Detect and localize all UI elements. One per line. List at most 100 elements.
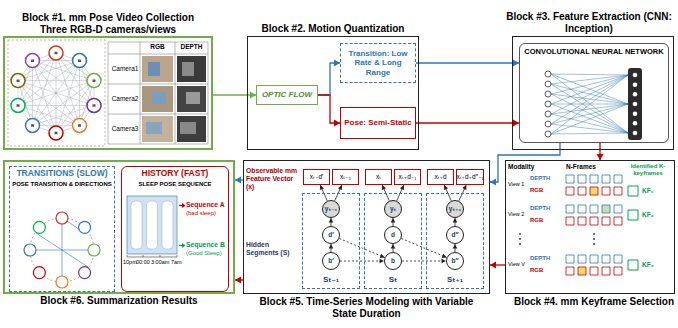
text-label: RGB	[530, 267, 562, 274]
block-panel: Block #6. Summarization ResultsTRANSITIO…	[3, 160, 235, 294]
pose-transition-ring	[36, 221, 88, 276]
pose-transition-ring	[56, 212, 68, 224]
node-label: CONVOLUTIONAL NEURAL NETWORK	[524, 48, 663, 57]
arrowhead	[490, 262, 496, 269]
connector	[213, 92, 256, 99]
node-label: TRANSITIONS (SLOW)	[16, 169, 107, 179]
feature-box: xₜ₋₁	[332, 169, 359, 185]
connector-line	[402, 261, 446, 262]
connector	[339, 238, 384, 257]
sleep-sequence-image	[127, 196, 186, 257]
node-label: xₜ₊d₊d″₋₁	[456, 173, 483, 180]
node-label: Sₜ₋₁	[323, 275, 339, 284]
block-panel: Block #3. Feature Extraction (CNN: Incep…	[512, 36, 674, 150]
camera-network	[8, 40, 105, 146]
sleep-sequence-image	[147, 201, 158, 249]
connector-line	[416, 122, 519, 123]
keyframe-grid	[566, 187, 622, 275]
keyframe-grid	[519, 175, 638, 275]
feature-box: xₜ	[365, 169, 392, 185]
text-label: Observable mm Feature Vector (x)	[246, 167, 300, 190]
sleep-sequence-image	[182, 203, 186, 208]
arrowhead	[235, 277, 241, 284]
node-label: Pose: Semi-Static	[344, 118, 412, 127]
keyframe-grid	[628, 186, 638, 270]
text-label: Camera1	[108, 65, 142, 72]
sleep-sequence-image	[162, 201, 173, 249]
block-heading: Block #1. mm Pose Video CollectionThree …	[1, 12, 215, 35]
arrowhead	[391, 218, 396, 223]
text-label: N-Frames	[566, 163, 606, 170]
connector	[318, 60, 340, 96]
history-box: HISTORY (FAST)SLEEP POSE SEQUENCE10pm00:…	[121, 166, 229, 292]
text-label: 3:00am	[151, 259, 169, 265]
feature-box: xₜ₊d₋₁	[394, 169, 421, 185]
camera-table	[142, 86, 173, 112]
arrowhead	[453, 218, 458, 223]
arrowhead	[329, 218, 334, 223]
node-label: Sₜ	[389, 275, 397, 284]
connector-line	[416, 62, 519, 63]
connector	[391, 244, 396, 252]
pose-transition-ring	[30, 218, 94, 282]
neural-network	[633, 92, 638, 97]
neural-network	[633, 82, 638, 87]
keyframe-grid	[593, 238, 595, 240]
text-label: (bad sleep)	[186, 210, 227, 217]
text-label: View 1	[508, 181, 530, 187]
node-label: yₜ₊₁	[449, 205, 461, 212]
connector	[490, 262, 505, 269]
block-title: Block #6. Summarization Results	[3, 295, 235, 307]
text-label: Sequence A	[186, 201, 227, 209]
duration-circle: d″	[446, 226, 464, 244]
text-label: RGB	[530, 187, 562, 194]
sleep-sequence-image	[179, 245, 182, 246]
keyframe-grid	[593, 243, 595, 245]
text-label: KF₁	[642, 187, 668, 194]
camera-table	[177, 56, 206, 82]
camera-table	[182, 62, 194, 76]
sleep-sequence-image	[179, 205, 182, 206]
camera-table	[148, 62, 160, 76]
state-circle: yₜ	[384, 200, 402, 218]
connector	[329, 218, 334, 226]
camera-network	[8, 40, 105, 146]
node-label: Transition: Low Rate & Long Range	[343, 49, 413, 77]
block-title: Three RGB-D cameras/views	[1, 24, 215, 36]
camera-table	[177, 86, 206, 112]
neural-network	[545, 111, 551, 117]
connector-line	[213, 94, 256, 95]
node-label: b	[391, 257, 395, 264]
node-label: HISTORY (FAST)	[142, 169, 209, 179]
pose-transition-ring	[56, 276, 68, 288]
connector-line	[401, 238, 446, 257]
duration-circle: d′	[322, 226, 340, 244]
block-heading: Block #5. Time-Series Modeling with Vari…	[252, 296, 482, 319]
boundary-circle: b	[384, 252, 402, 270]
arrowhead	[382, 185, 386, 190]
feature-box: xₜ₊d₊d″₋₁	[456, 169, 484, 185]
connector	[401, 238, 446, 257]
sleep-sequence-image	[127, 196, 177, 254]
connector-line	[318, 63, 340, 95]
neural-network	[545, 91, 551, 97]
connector-line	[318, 95, 340, 123]
arrowhead	[391, 244, 396, 249]
text-label: Modality	[508, 163, 548, 170]
arrowhead	[320, 185, 324, 190]
block-title: Block #2. Motion Quantization	[238, 23, 428, 35]
pose-transition-ring	[79, 267, 91, 279]
text-label: DEPTH	[175, 43, 208, 50]
node-label: b″	[451, 257, 458, 264]
state-circle: yₜ₋₁	[322, 200, 340, 218]
connector	[235, 277, 243, 284]
text-label: Identified K-keyframes	[624, 163, 672, 177]
text-label: Camera2	[108, 95, 142, 102]
neural-network	[545, 101, 551, 107]
keyframe-grid	[519, 243, 521, 245]
camera-table	[180, 122, 196, 134]
connector	[416, 60, 519, 67]
text-label: View 2	[508, 211, 530, 217]
keyframe-grid	[519, 233, 521, 235]
camera-network	[17, 52, 96, 135]
